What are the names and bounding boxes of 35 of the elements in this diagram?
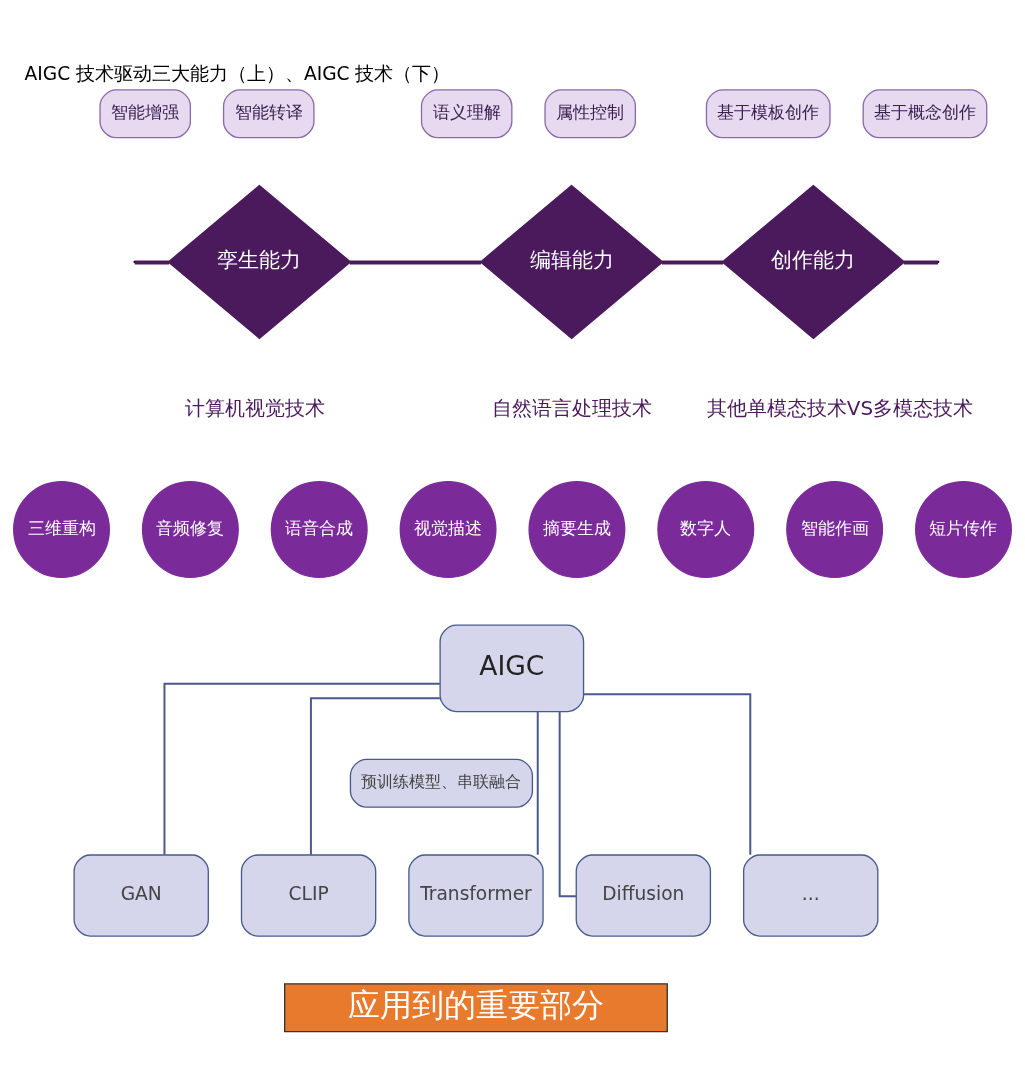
node-box: AIGC <box>439 624 585 713</box>
node-diamond: 孪生能力 <box>167 184 352 340</box>
node-box: 应用到的重要部分 <box>284 983 668 1033</box>
connector <box>309 697 441 856</box>
connector <box>349 260 481 265</box>
node-circle: 语音合成 <box>270 481 368 579</box>
node-circle: 数字人 <box>657 481 755 579</box>
node-circle: 音频修复 <box>141 481 239 579</box>
node-circle: 三维重构 <box>13 481 110 579</box>
label: 其他单模态技术VS多模态技术 <box>706 396 974 420</box>
node-box: Diffusion <box>575 854 712 937</box>
connector <box>662 260 724 265</box>
label: 计算机视觉技术 <box>185 396 326 420</box>
node-box: 基于概念创作 <box>862 89 988 139</box>
label: 自然语言处理技术 <box>491 396 652 420</box>
node-box: 智能增强 <box>99 89 192 139</box>
connector <box>583 693 752 856</box>
node-box: 基于模板创作 <box>705 89 831 139</box>
node-box: Transformer <box>408 854 544 937</box>
diagram-title: AIGC 技术驱动三大能力（上）、AIGC 技术（下） <box>24 62 451 84</box>
node-diamond: 创作能力 <box>721 184 906 340</box>
node-circle: 短片传作 <box>915 481 1012 579</box>
node-diamond: 编辑能力 <box>479 184 664 340</box>
node-box: CLIP <box>240 854 377 937</box>
node-box: GAN <box>73 854 209 937</box>
node-box: 预训练模型、串联融合 <box>349 758 534 808</box>
node-box: 语义理解 <box>420 89 513 139</box>
node-box: ... <box>742 854 879 937</box>
connector <box>163 682 441 856</box>
node-box: 智能转译 <box>222 89 315 139</box>
node-box: 属性控制 <box>544 89 637 139</box>
connector <box>536 710 539 856</box>
node-circle: 智能作画 <box>786 481 884 579</box>
node-circle: 视觉描述 <box>399 481 497 579</box>
node-circle: 摘要生成 <box>528 481 626 579</box>
